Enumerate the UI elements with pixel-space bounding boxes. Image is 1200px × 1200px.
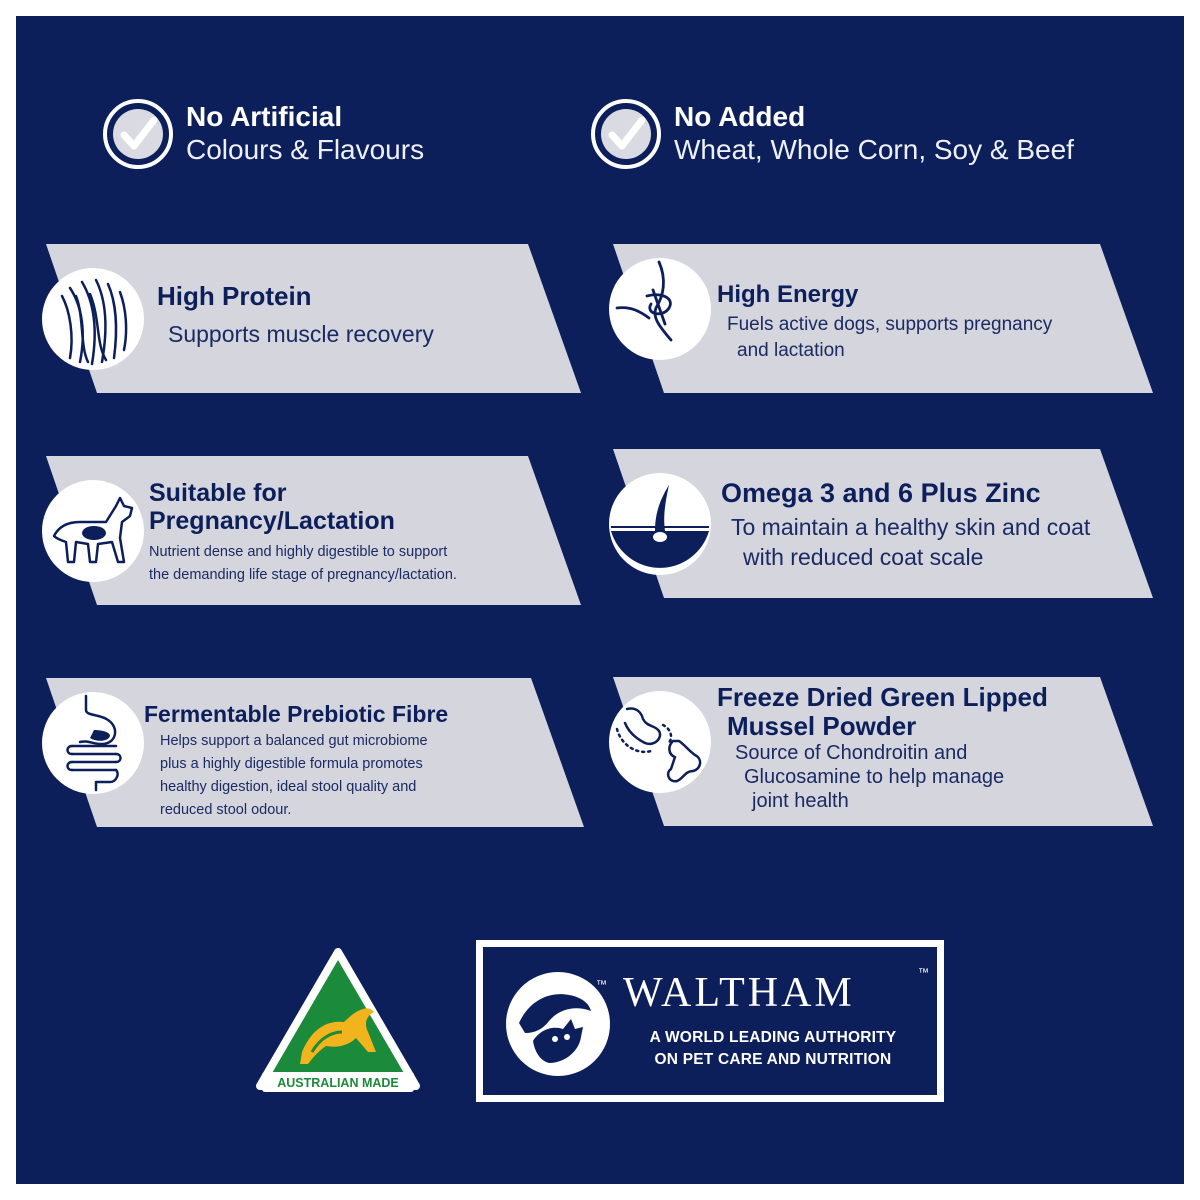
check-circle-icon: [103, 99, 173, 169]
card-shape: [46, 678, 584, 827]
energy-joint-icon: [609, 258, 711, 360]
trademark-mark: ™: [918, 967, 929, 979]
digestive-system-icon: [42, 692, 144, 794]
desc-line: reduced stool odour.: [160, 802, 292, 818]
title-line: Suitable for: [149, 479, 287, 507]
desc-line: the demanding life stage of pregnancy/la…: [149, 567, 457, 583]
card-shape: [46, 456, 581, 605]
desc-line: Nutrient dense and highly digestible to …: [149, 544, 448, 560]
claim-no-added: No Added Wheat, Whole Corn, Soy & Beef: [590, 98, 1074, 170]
feature-card-omega: Omega 3 and 6 Plus Zinc To maintain a he…: [607, 449, 1162, 601]
pregnant-dog-icon: [42, 480, 144, 582]
tagline-line: A WORLD LEADING AUTHORITY: [649, 1029, 897, 1046]
feature-card-fibre: Fermentable Prebiotic Fibre Helps suppor…: [40, 678, 588, 830]
claim-bold: No Artificial: [186, 101, 343, 132]
tagline-line: ON PET CARE AND NUTRITION: [654, 1051, 892, 1068]
desc-line: Helps support a balanced gut microbiome: [160, 733, 428, 749]
desc-line: Fuels active dogs, supports pregnancy: [727, 314, 1053, 335]
card-title: Omega 3 and 6 Plus Zinc: [721, 478, 1041, 508]
card-title: Freeze Dried Green Lipped Mussel Powder: [717, 683, 1048, 741]
check-circle-icon: [591, 99, 661, 169]
joint-icon: [609, 691, 711, 793]
australian-made-label: AUSTRALIAN MADE: [277, 1076, 399, 1090]
trademark-mark: ™: [596, 979, 607, 991]
waltham-logo: ™ WALTHAM ™ A WORLD LEADING AUTHORITY ON…: [476, 940, 944, 1102]
card-desc: Supports muscle recovery: [168, 321, 434, 347]
feature-card-high-energy: High Energy Fuels active dogs, supports …: [607, 244, 1162, 396]
desc-line: joint health: [752, 790, 849, 812]
australian-made-logo: AUSTRALIAN MADE: [256, 948, 420, 1092]
card-text: High Energy Fuels active dogs, supports …: [717, 280, 1052, 364]
title-line: Pregnancy/Lactation: [149, 507, 395, 535]
card-desc: Source of Chondroitin and Glucosamine to…: [717, 741, 1048, 813]
card-title: High Protein: [157, 281, 312, 311]
card-shape: [46, 244, 581, 393]
card-desc: Helps support a balanced gut microbiome …: [144, 730, 448, 822]
card-title: Suitable for Pregnancy/Lactation: [149, 479, 457, 535]
desc-line: Glucosamine to help manage: [744, 766, 1005, 788]
card-desc: Fuels active dogs, supports pregnancy an…: [717, 312, 1052, 364]
card-text: Omega 3 and 6 Plus Zinc To maintain a he…: [721, 479, 1090, 572]
card-shape: [613, 244, 1153, 393]
desc-line: plus a highly digestible formula promote…: [160, 756, 423, 772]
waltham-inner: ™ WALTHAM ™ A WORLD LEADING AUTHORITY ON…: [483, 947, 937, 1095]
claim-text: Colours & Flavours: [186, 134, 425, 165]
card-text: High Protein Supports muscle recovery: [157, 282, 434, 349]
waltham-name: WALTHAM: [623, 970, 855, 1016]
desc-line: Source of Chondroitin and: [735, 742, 968, 764]
claim-text: Wheat, Whole Corn, Soy & Beef: [674, 134, 1074, 165]
card-title: High Energy: [717, 281, 859, 308]
card-text: Suitable for Pregnancy/Lactation Nutrien…: [149, 479, 457, 587]
feature-card-pregnancy: Suitable for Pregnancy/Lactation Nutrien…: [40, 456, 585, 608]
card-desc: Nutrient dense and highly digestible to …: [149, 541, 457, 587]
title-line: Mussel Powder: [727, 711, 917, 741]
card-text: Freeze Dried Green Lipped Mussel Powder …: [717, 683, 1048, 813]
feature-card-mussel: Freeze Dried Green Lipped Mussel Powder …: [607, 677, 1162, 829]
desc-line: To maintain a healthy skin and coat: [731, 514, 1091, 540]
waltham-emblem-icon: [506, 972, 610, 1076]
card-shape: [613, 677, 1153, 826]
title-line: Freeze Dried Green Lipped: [717, 682, 1048, 712]
claim-bold: No Added: [674, 101, 806, 132]
waltham-tagline: A WORLD LEADING AUTHORITY ON PET CARE AN…: [623, 1027, 923, 1071]
feature-card-high-protein: High Protein Supports muscle recovery: [40, 244, 585, 396]
desc-line: and lactation: [737, 340, 845, 361]
desc-line: with reduced coat scale: [743, 544, 984, 570]
card-text: Fermentable Prebiotic Fibre Helps suppor…: [144, 701, 448, 822]
skin-hair-icon: [609, 473, 711, 575]
claim-no-artificial: No Artificial Colours & Flavours: [102, 98, 424, 170]
card-desc: To maintain a healthy skin and coat with…: [721, 512, 1090, 572]
desc-line: healthy digestion, ideal stool quality a…: [160, 779, 417, 795]
muscle-fibre-icon: [42, 268, 144, 370]
card-shape: [613, 449, 1153, 598]
card-title: Fermentable Prebiotic Fibre: [144, 701, 449, 727]
